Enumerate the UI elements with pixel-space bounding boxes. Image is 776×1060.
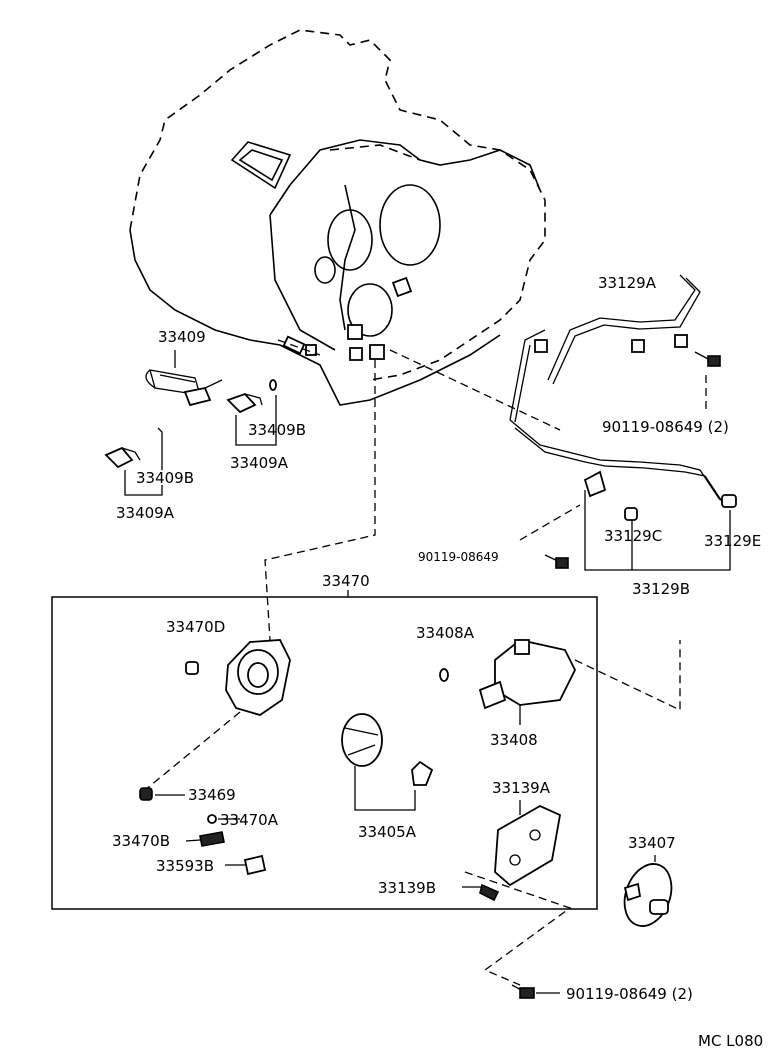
label-90119-08649-bottom: 90119-08649 (2) — [566, 985, 693, 1003]
label-33409: 33409 — [158, 328, 206, 346]
pump-housing — [139, 639, 291, 876]
label-33139A: 33139A — [492, 779, 551, 797]
label-33405A: 33405A — [358, 823, 417, 841]
label-33409A-2: 33409A — [116, 504, 175, 522]
label-33129C: 33129C — [604, 527, 662, 545]
valve-body — [439, 639, 681, 725]
label-33470: 33470 — [322, 572, 370, 590]
bolt-icon — [544, 554, 569, 569]
label-33470D: 33470D — [166, 618, 225, 636]
label-33407: 33407 — [628, 834, 676, 852]
label-33409B-2: 33409B — [136, 469, 194, 487]
cover-plate — [462, 800, 572, 986]
part-labels: 33129A 90119-08649 (2) 33409 33409B 3340… — [112, 274, 763, 1050]
label-33129E: 33129E — [704, 532, 761, 550]
label-33129A: 33129A — [598, 274, 657, 292]
label-90119-08649-mid: 90119-08649 — [418, 550, 499, 564]
label-33469: 33469 — [188, 786, 236, 804]
label-33408A: 33408A — [416, 624, 475, 642]
pulley-part — [623, 855, 673, 927]
label-90119-08649-top: 90119-08649 (2) — [602, 418, 729, 436]
label-33409A-1: 33409A — [230, 454, 289, 472]
label-33593B: 33593B — [156, 857, 214, 875]
bolt-icon — [511, 984, 560, 999]
label-33470A: 33470A — [220, 811, 279, 829]
label-33409B-1: 33409B — [248, 421, 306, 439]
transmission-case — [129, 29, 546, 406]
left-parts — [104, 339, 321, 496]
shift-rods — [389, 274, 737, 571]
pump-rotor — [341, 713, 434, 811]
diagram-code: MC L080 — [698, 1032, 763, 1050]
label-33129B: 33129B — [632, 580, 690, 598]
label-33139B: 33139B — [378, 879, 436, 897]
label-33470B: 33470B — [112, 832, 170, 850]
assembly-box — [51, 596, 598, 910]
bolt-icon — [694, 351, 721, 367]
label-33408: 33408 — [490, 731, 538, 749]
